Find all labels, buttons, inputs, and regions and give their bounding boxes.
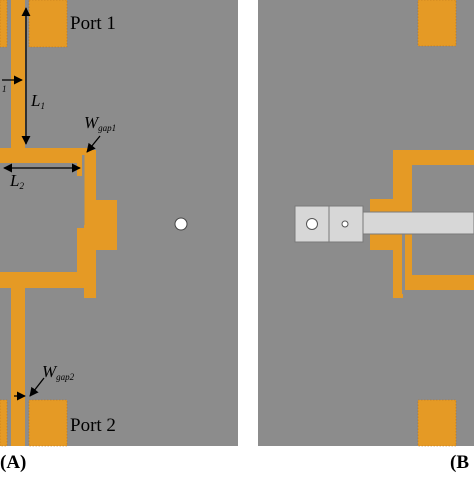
panel-a-wgap1-label: Wgap1 bbox=[84, 113, 116, 133]
panel-a-caption: (A) bbox=[0, 452, 26, 473]
panel-b-hole-small bbox=[341, 220, 349, 228]
panel-a-width-label: 1 bbox=[2, 84, 7, 94]
panel-a-resonator-bottom-arm bbox=[0, 272, 92, 288]
panel-a-wgap1-pointer bbox=[86, 135, 101, 153]
panel-b-hole-large bbox=[306, 218, 318, 230]
panel-b bbox=[258, 0, 474, 447]
panel-a-l2-label: L2 bbox=[9, 171, 24, 191]
panel-a-port2-label: Port 2 bbox=[70, 415, 116, 436]
panel-b-resonator-bottom-arm bbox=[400, 275, 474, 290]
panel-a-stub bbox=[93, 200, 117, 250]
panel-a-port2-pad bbox=[28, 399, 68, 447]
panel-b-gap bbox=[402, 232, 405, 294]
panel-a-wgap2-pointer bbox=[29, 377, 45, 397]
panel-a-via-hole bbox=[174, 217, 188, 231]
panel-a-port1-label: Port 1 bbox=[70, 13, 116, 34]
panel-a-substrate bbox=[0, 0, 238, 446]
panel-a-resonator-top-arm bbox=[0, 148, 82, 163]
panel-b-resonator-top-arm bbox=[400, 150, 474, 165]
panel-a-l1-label: L1 bbox=[30, 91, 45, 111]
panel-a: L1 1 L2 Wgap1 Wgap2 Port 1 Port 2 bbox=[0, 0, 238, 447]
panel-a-coupled-strip bbox=[84, 150, 96, 298]
panel-a-gap1 bbox=[82, 155, 85, 225]
panel-a-top-feed-line bbox=[11, 0, 25, 162]
panel-b-bottom-port-pad bbox=[417, 399, 457, 447]
panel-b-top-port-pad bbox=[417, 0, 457, 47]
panel-a-bottom-feed-line bbox=[11, 288, 25, 446]
panel-a-port1-pad-left bbox=[0, 0, 8, 48]
panel-b-metal-strip bbox=[361, 211, 474, 235]
panel-a-port1-pad bbox=[28, 0, 68, 48]
panel-a-port2-pad-left bbox=[0, 399, 8, 447]
panel-b-caption: (B bbox=[450, 452, 469, 473]
panel-a-wgap2-label: Wgap2 bbox=[42, 362, 75, 382]
